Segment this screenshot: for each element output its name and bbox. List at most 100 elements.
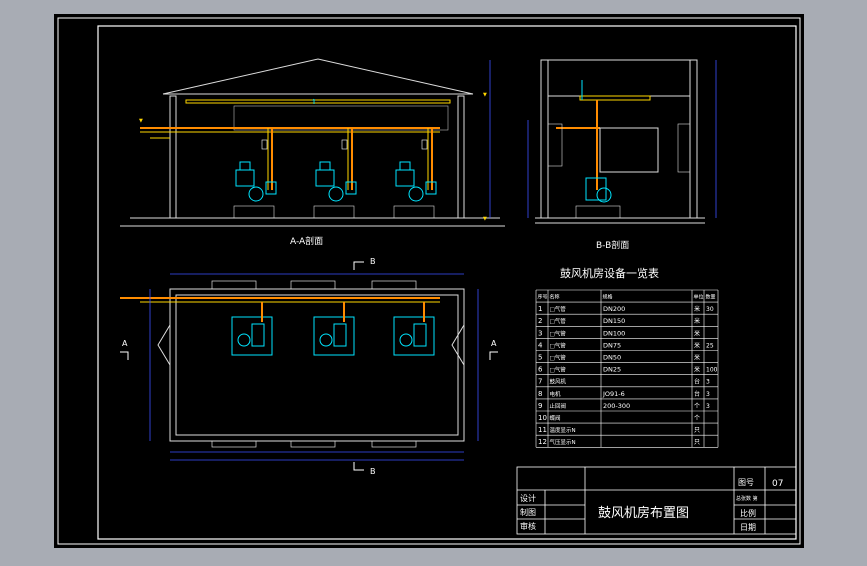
section-aa-center-mark: ⇑ bbox=[311, 98, 317, 106]
table-cell-name: 气压显示N bbox=[550, 438, 576, 446]
plan-cut-a-left: A bbox=[122, 339, 128, 348]
plan-cut-b-bottom: B bbox=[370, 467, 376, 476]
table-cell-no: 11 bbox=[538, 426, 547, 434]
plan-window-top-1 bbox=[211, 280, 257, 290]
table-header-cell: 名称 bbox=[550, 294, 560, 301]
section-aa-beam bbox=[185, 99, 451, 104]
table-cell-spec: DN200 bbox=[603, 305, 625, 313]
plan-cut-b-bottom-mark bbox=[353, 462, 364, 471]
table-cell-name: □气管 bbox=[550, 341, 567, 349]
table-cell-name: □气管 bbox=[550, 305, 567, 313]
table-cell-qty: 25 bbox=[706, 342, 714, 349]
section-bb-blower-fan bbox=[596, 187, 612, 203]
table-cell-unit: 台 bbox=[694, 390, 700, 398]
section-aa-elev-mark-2: ▼ bbox=[483, 216, 487, 222]
table-cell-unit: 只 bbox=[694, 427, 700, 434]
table-cell-unit: 个 bbox=[694, 403, 700, 410]
table-cell-no: 1 bbox=[538, 305, 542, 313]
inner-frame bbox=[97, 25, 797, 540]
date-label: 日期 bbox=[740, 523, 756, 532]
section-aa-elev-mark-3: ▼ bbox=[139, 118, 143, 124]
equipment-table-title: 鼓风机房设备一览表 bbox=[560, 266, 659, 280]
table-cell-no: 8 bbox=[538, 390, 542, 398]
section-bb-window-left bbox=[547, 123, 563, 167]
table-header-cell: 规格 bbox=[603, 294, 613, 301]
section-aa-roof bbox=[162, 58, 474, 95]
table-cell-no: 10 bbox=[538, 414, 547, 422]
table-cell-name: 电机 bbox=[550, 390, 562, 398]
table-cell-unit: 米 bbox=[694, 366, 700, 374]
plan-door-right bbox=[451, 324, 465, 366]
table-cell-spec: DN150 bbox=[603, 317, 625, 325]
plan-window-bottom-3 bbox=[371, 440, 417, 448]
table-cell-qty: 3 bbox=[706, 403, 710, 410]
section-bb-beam bbox=[579, 95, 651, 101]
section-bb-base bbox=[575, 205, 621, 219]
plan-cut-a-right-mark bbox=[489, 351, 498, 360]
section-bb-view: B-B剖面 bbox=[527, 59, 717, 251]
table-cell-no: 12 bbox=[538, 438, 547, 446]
sheet-label: 总张数 第 bbox=[736, 495, 758, 502]
plan-cut-a-right: A bbox=[491, 339, 497, 348]
table-cell-unit: 台 bbox=[694, 378, 700, 386]
table-cell-no: 4 bbox=[538, 341, 543, 349]
drawing-title: 鼓风机房布置图 bbox=[598, 505, 689, 521]
table-cell-spec: DN50 bbox=[603, 354, 621, 362]
table-cell-unit: 米 bbox=[694, 354, 700, 362]
plan-window-top-2 bbox=[290, 280, 336, 290]
section-bb-window-right bbox=[677, 123, 691, 173]
table-cell-name: 温度显示N bbox=[550, 426, 576, 434]
title-block bbox=[516, 466, 797, 535]
plan-view: B B A A bbox=[120, 257, 498, 476]
plan-window-bottom-1 bbox=[211, 440, 257, 448]
section-bb-label: B-B剖面 bbox=[596, 239, 629, 251]
plan-cut-b-top-mark bbox=[353, 261, 364, 270]
table-cell-name: □气管 bbox=[550, 366, 567, 374]
blower-unit-1 bbox=[233, 128, 277, 219]
table-cell-qty: 3 bbox=[706, 391, 710, 398]
table-cell-no: 9 bbox=[538, 402, 542, 410]
table-cell-qty: 100 bbox=[706, 367, 718, 374]
plan-door-left bbox=[157, 324, 171, 366]
blower-unit-3 bbox=[393, 128, 437, 219]
table-cell-name: 止回阀 bbox=[550, 402, 567, 410]
drawing-no-label: 图号 bbox=[738, 478, 754, 487]
section-aa-hall bbox=[233, 105, 449, 131]
table-header-cell: 单位 bbox=[694, 294, 704, 301]
table-cell-spec: JO91-6 bbox=[602, 390, 625, 398]
table-cell-no: 3 bbox=[538, 329, 542, 337]
table-cell-qty: 3 bbox=[706, 379, 710, 386]
plan-window-top-3 bbox=[371, 280, 417, 290]
outer-frame bbox=[57, 17, 801, 545]
blower-unit-2 bbox=[313, 128, 357, 219]
plan-cut-b-top: B bbox=[370, 257, 376, 266]
table-cell-unit: 只 bbox=[694, 439, 700, 446]
section-bb-blower bbox=[585, 177, 607, 201]
table-cell-name: □气管 bbox=[550, 317, 567, 325]
plan-window-bottom-2 bbox=[290, 440, 336, 448]
table-cell-name: 蝶阀 bbox=[550, 414, 561, 422]
plan-blower-1 bbox=[231, 302, 273, 356]
section-aa-view: ▼ ▼ ▼ ⇑ bbox=[120, 58, 505, 247]
table-cell-unit: 米 bbox=[694, 341, 700, 349]
table-cell-unit: 个 bbox=[694, 415, 700, 422]
section-bb-door bbox=[599, 127, 659, 173]
plan-cut-a-left-mark bbox=[120, 351, 129, 360]
plan-blower-2 bbox=[313, 302, 355, 356]
section-aa-label: A-A剖面 bbox=[290, 235, 323, 247]
title-block-design: 设计 bbox=[520, 493, 536, 503]
title-block-review: 审核 bbox=[520, 521, 536, 531]
table-header-cell: 序号 bbox=[538, 294, 548, 301]
table-cell-spec: DN100 bbox=[603, 329, 625, 337]
scale-label: 比例 bbox=[740, 508, 756, 518]
plan-blower-3 bbox=[393, 302, 435, 356]
drawing-no-value: 07 bbox=[772, 479, 783, 489]
table-cell-unit: 米 bbox=[694, 317, 700, 325]
table-cell-name: 鼓风机 bbox=[550, 378, 567, 386]
table-cell-spec: DN25 bbox=[603, 366, 621, 374]
table-cell-name: □气管 bbox=[550, 354, 567, 362]
table-cell-unit: 米 bbox=[694, 305, 700, 313]
table-header-cell: 数量 bbox=[706, 294, 716, 301]
